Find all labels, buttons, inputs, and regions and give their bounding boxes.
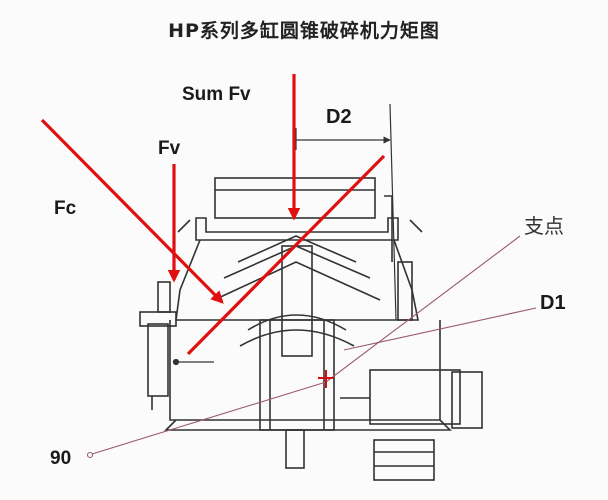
bowl-liner bbox=[175, 239, 419, 321]
pivot-leader-line bbox=[325, 235, 521, 383]
diagram-title: HP系列多缸圆锥破碎机力矩图 bbox=[168, 20, 440, 42]
ninety-leader-line bbox=[91, 381, 327, 455]
ninety-point-marker bbox=[86, 451, 94, 459]
fc-arrow bbox=[40, 118, 224, 304]
ninety-label: 90 bbox=[50, 448, 72, 469]
hydraulic-cylinder bbox=[147, 323, 169, 397]
leader-lines bbox=[86, 235, 537, 459]
sum-fv-label: Sum Fv bbox=[182, 84, 251, 105]
pivot-label: 支点 bbox=[524, 214, 564, 238]
socket-liner bbox=[247, 314, 347, 331]
drive-shaft bbox=[285, 429, 305, 469]
d1-leader-line bbox=[343, 307, 537, 351]
d2-extension-line bbox=[389, 103, 397, 321]
fv-label: Fv bbox=[158, 138, 181, 159]
fc-label: Fc bbox=[54, 198, 77, 219]
reference-lines bbox=[172, 103, 397, 366]
crusher-body bbox=[139, 177, 483, 481]
d2-label: D2 bbox=[326, 106, 352, 128]
force-arrows bbox=[40, 74, 386, 356]
cone-force-line bbox=[186, 154, 386, 356]
lube-unit bbox=[373, 439, 435, 481]
frame-column bbox=[397, 261, 413, 321]
pivot-point-marker bbox=[318, 370, 334, 388]
pulley bbox=[451, 371, 483, 429]
countershaft-box bbox=[369, 369, 461, 425]
mantle-top bbox=[237, 235, 357, 263]
adjustment-ring bbox=[195, 217, 399, 241]
eccentric-assembly bbox=[259, 319, 335, 431]
d1-label: D1 bbox=[540, 292, 566, 314]
